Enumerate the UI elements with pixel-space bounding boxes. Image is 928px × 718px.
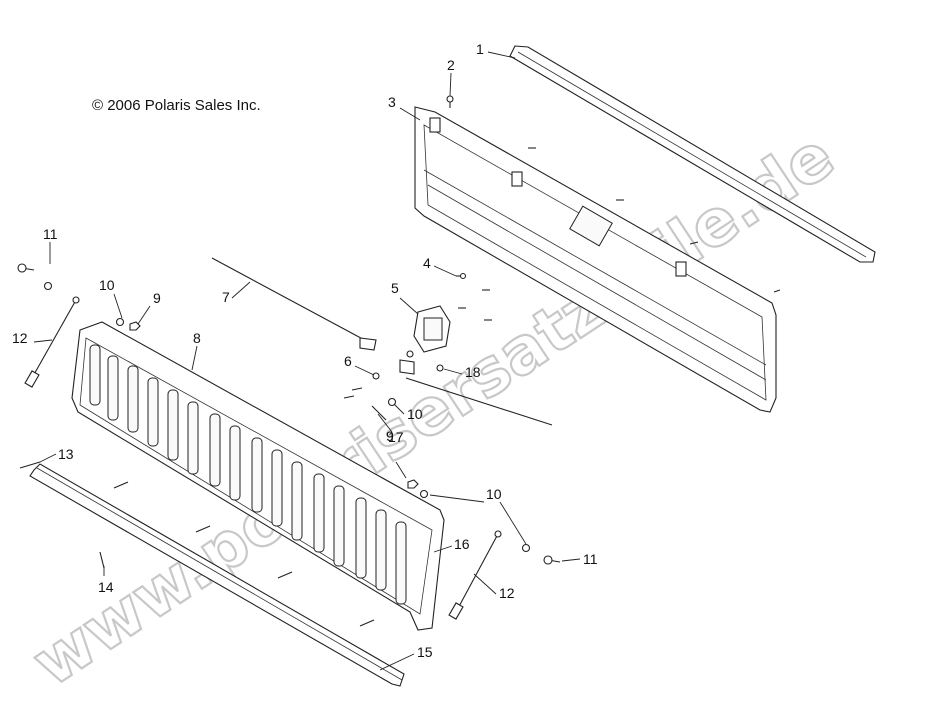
callout-15: 15 [417,644,433,660]
part-7-latch-rods [211,257,553,426]
part-12-support-cables [24,296,502,620]
callout-9: 9 [153,290,161,306]
callout-9: 9 [386,428,394,444]
part-15-hinge-tube [29,463,405,687]
outer-panel-slots [89,344,407,605]
callout-10: 10 [407,406,423,422]
hardware-fasteners [17,95,781,627]
callout-3: 3 [388,94,396,110]
part-5-latch-handle [413,305,451,353]
callout-14: 14 [98,579,114,595]
part-1-rail-cap [509,45,876,263]
callout-11: 11 [583,551,598,567]
part-3-inner-panel [414,106,777,413]
callout-1: 1 [476,41,484,57]
callout-10: 10 [486,486,502,502]
copyright-notice: © 2006 Polaris Sales Inc. [92,97,261,114]
callout-5: 5 [391,280,399,296]
callout-11: 11 [43,226,58,242]
callout-8: 8 [193,330,201,346]
callout-17: 17 [388,429,404,445]
callout-4: 4 [423,255,431,271]
callout-12: 12 [12,330,28,346]
leader-lines [33,51,581,671]
callout-13: 13 [58,446,74,462]
callout-2: 2 [447,57,455,73]
callout-10: 10 [99,277,115,293]
callout-16: 16 [454,536,470,552]
callout-7: 7 [222,289,230,305]
callout-18: 18 [465,364,481,380]
callout-6: 6 [344,353,352,369]
callout-12: 12 [499,585,515,601]
